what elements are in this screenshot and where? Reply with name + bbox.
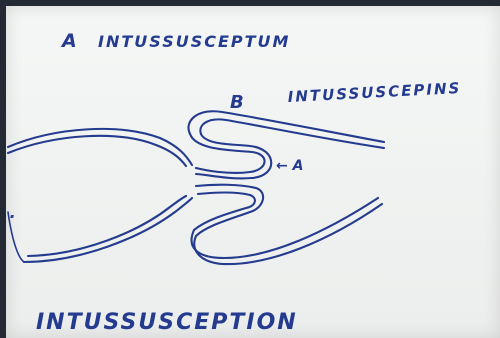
left-bowel-lower-wall xyxy=(24,198,192,262)
left-bowel-inner-wall xyxy=(8,136,186,166)
upper-fold-inner xyxy=(196,134,271,178)
left-bowel-outer-wall xyxy=(8,129,192,165)
label-arrow-a: ← A xyxy=(276,158,303,174)
upper-outer-segment-top xyxy=(188,111,384,142)
label-intussuscepiens: INTUSSUSCEPINS xyxy=(287,79,462,106)
bottom-title-intussusception: INTUSSUSCEPTION xyxy=(36,310,298,335)
lower-outer-segment-inner xyxy=(192,198,378,258)
upper-fold-outer xyxy=(190,134,265,173)
label-intussusceptum: INTUSSUSCEPTUM xyxy=(98,32,290,51)
label-b-prefix: B xyxy=(230,92,244,113)
lower-fold-inner xyxy=(194,193,255,230)
label-a-prefix: A xyxy=(60,30,77,52)
stray-ink-mark: · xyxy=(9,207,15,226)
